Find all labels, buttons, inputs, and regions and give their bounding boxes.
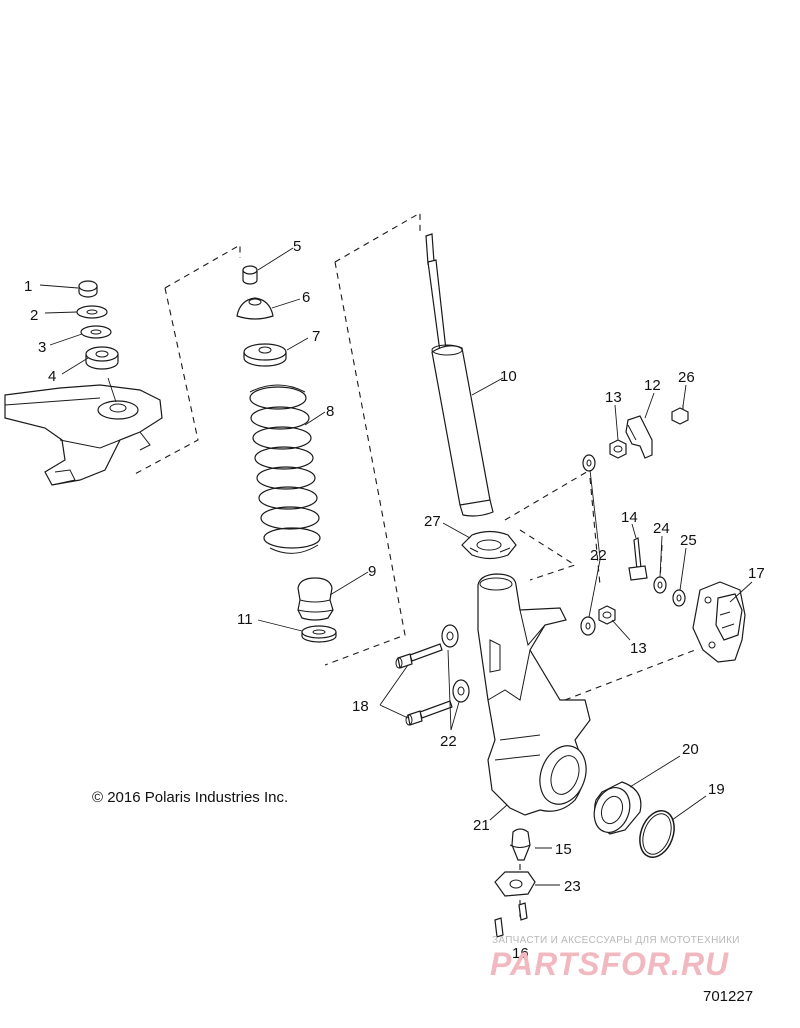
nut-part-13-lower (598, 605, 616, 625)
callout-16: 16 (512, 945, 529, 962)
callout-25: 25 (680, 532, 697, 549)
figure-code: 701227 (703, 988, 754, 1005)
callout-2: 2 (30, 307, 38, 324)
callout-11: 11 (237, 611, 253, 628)
callout-18: 18 (352, 698, 369, 715)
callout-3: 3 (38, 339, 46, 356)
callout-5: 5 (293, 238, 301, 255)
assembly-line-upper-mount (132, 244, 241, 476)
washer-part-24 (653, 576, 667, 594)
callout-8: 8 (326, 403, 334, 420)
shock-absorber-part-10 (425, 233, 494, 517)
callout-7: 7 (312, 328, 320, 345)
bolt-part-18-lower (405, 700, 453, 726)
leader-lines (39, 247, 753, 886)
callout-9: 9 (368, 563, 376, 580)
callout-10: 10 (500, 368, 517, 385)
watermark-tagline: ЗАПЧАСТИ И АКСЕССУАРЫ ДЛЯ МОТОТЕХНИКИ (492, 935, 740, 946)
callout-27: 27 (424, 513, 441, 530)
copyright-notice: © 2016 Polaris Industries Inc. (92, 789, 289, 806)
washer-part-22-d (580, 616, 596, 636)
washer-part-2 (76, 305, 108, 319)
nut-part-5 (242, 265, 258, 285)
callout-13-lower: 13 (630, 640, 647, 657)
callout-21: 21 (473, 817, 490, 834)
callout-1: 1 (24, 278, 32, 295)
watermark-logo: PARTSFOR.RU (490, 946, 730, 982)
callout-15: 15 (555, 841, 572, 858)
callout-22-right: 22 (590, 547, 607, 564)
nut-part-26 (671, 407, 689, 425)
frame-bracket (4, 377, 163, 486)
bushing-part-4 (85, 346, 119, 370)
washer-part-25 (672, 589, 686, 607)
bolt-part-14 (628, 537, 648, 581)
washer-part-22-c (582, 454, 596, 472)
snap-ring-part-19 (639, 810, 675, 858)
bearing-part-20 (593, 781, 642, 835)
callout-numbers: 1 2 3 4 5 6 7 8 9 10 11 12 13 13 14 15 1… (24, 238, 765, 962)
seat-plate-part-27 (461, 530, 517, 560)
callout-19: 19 (708, 781, 725, 798)
bolt-part-18-upper (395, 643, 443, 669)
callout-24: 24 (653, 520, 670, 537)
assembly-line-seat (519, 529, 577, 581)
assembly-line-spring-strut (324, 212, 421, 666)
washer-part-3 (80, 325, 112, 339)
nut-part-13-upper (609, 439, 627, 459)
stud-part-16 (494, 902, 528, 938)
washer-part-22-b (452, 679, 470, 703)
callout-12: 12 (644, 377, 661, 394)
coil-spring-part-8 (249, 384, 321, 554)
bump-stop-part-9 (297, 577, 334, 621)
callout-6: 6 (302, 289, 310, 306)
callout-17: 17 (748, 565, 765, 582)
sensor-bracket-part-17 (692, 581, 746, 663)
callout-4: 4 (48, 368, 56, 385)
assembly-line-caliper (564, 649, 696, 701)
callout-14: 14 (621, 509, 638, 526)
callout-20: 20 (682, 741, 699, 758)
spring-seat-part-7 (243, 343, 287, 367)
callout-22-left: 22 (440, 733, 457, 750)
assembly-line-washer (504, 469, 591, 521)
ball-joint-part-15 (509, 828, 531, 861)
callout-13-upper: 13 (605, 389, 622, 406)
plate-part-23 (494, 871, 536, 897)
nut-part-1 (78, 280, 98, 298)
steering-knuckle-part-21 (477, 573, 591, 816)
callout-23: 23 (564, 878, 581, 895)
callout-26: 26 (678, 369, 695, 386)
spring-cap-part-6 (236, 297, 274, 320)
washer-part-22-a (441, 624, 459, 648)
washer-part-11 (301, 625, 337, 643)
clip-part-12 (625, 415, 653, 459)
